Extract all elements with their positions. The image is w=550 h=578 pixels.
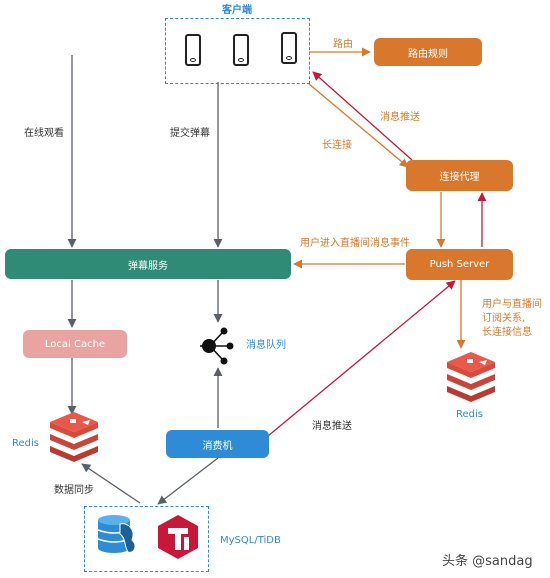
arrow-proxy-to-client [312, 71, 413, 161]
client-title: 客户端 [222, 5, 252, 16]
arrow-mysql-to-redis [81, 463, 141, 504]
edge-label-push-bottom: 消息推送 [312, 421, 352, 432]
edge-label-long-connection: 长连接 [322, 140, 352, 151]
redis-right-icon [447, 352, 495, 402]
connection-proxy-node: 连接代理 [406, 160, 513, 191]
watermark: 头条 @sandag [442, 554, 533, 569]
mysql-tidb-label: MySQL/TiDB [220, 535, 281, 546]
message-queue-icon [200, 327, 234, 365]
push-server-node: Push Server [406, 249, 513, 280]
danmaku-service-node: 弹幕服务 [5, 249, 291, 279]
edge-label-route: 路由 [333, 39, 353, 50]
database-dashed-box [84, 506, 209, 572]
local-cache-node: Local Cache [23, 330, 127, 358]
arrow-client-to-proxy [308, 83, 409, 168]
edge-label-user-room-info: 用户与直播间 订阅关系, 长连接信息 [482, 299, 542, 338]
redis-left-label: Redis [12, 438, 39, 449]
phone-icon-2 [233, 34, 249, 66]
arrow-consumer-to-mysql [157, 457, 219, 505]
redis-left-icon [50, 412, 98, 462]
edge-label-online-watch: 在线观看 [24, 128, 64, 139]
phone-icon-3 [281, 32, 297, 64]
edge-label-submit-danmaku: 提交弹幕 [170, 128, 210, 139]
mysql-database-icon [97, 515, 136, 553]
tidb-icon [158, 515, 198, 559]
edge-label-data-sync: 数据同步 [54, 485, 94, 496]
client-dashed-box [165, 18, 310, 84]
message-queue-label: 消息队列 [246, 340, 286, 351]
consumer-node: 消费机 [166, 430, 269, 458]
edge-label-user-enter-event: 用户进入直播间消息事件 [300, 238, 410, 249]
arrow-consumer-to-push [267, 280, 456, 437]
route-rules-node: 路由规则 [374, 38, 482, 66]
phone-icon-1 [185, 34, 201, 66]
edge-label-push-top: 消息推送 [380, 112, 420, 123]
redis-right-label: Redis [456, 409, 483, 420]
